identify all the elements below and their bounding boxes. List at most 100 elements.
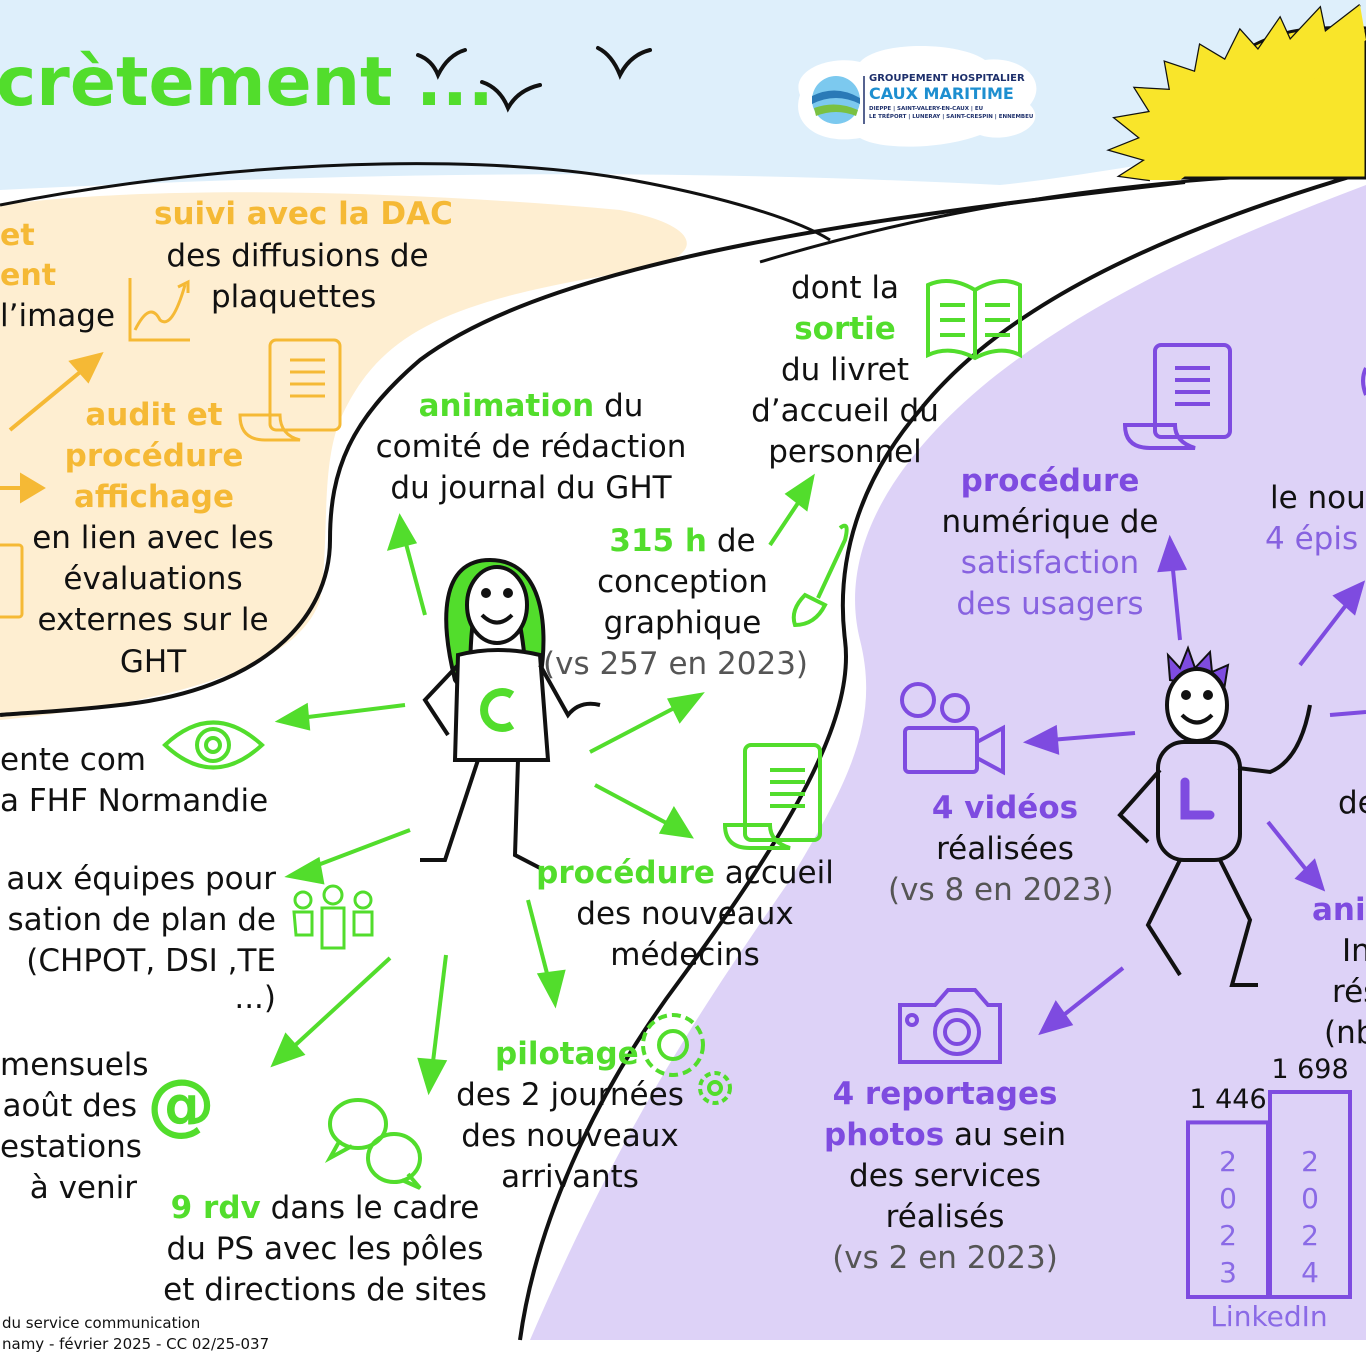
footer-line2: namy - février 2025 - CC 02/25-037 (2, 1335, 270, 1353)
horizon-line-2 (759, 176, 1231, 264)
top-left-orange-a: et (0, 218, 35, 253)
satisfaction-highlight: procédure (960, 463, 1140, 499)
document-scroll-icon-green (722, 743, 822, 850)
top-left-image-text: l’image (0, 298, 116, 334)
audit-line2: procédure (64, 438, 244, 474)
rdv-line1: du PS avec les pôles (166, 1231, 484, 1267)
partial-res: rés (1332, 974, 1366, 1010)
sortie-line1: dont la (791, 270, 899, 306)
rdv-line0: 9 rdv dans le cadre (170, 1190, 480, 1226)
mensuels-line2: août des (2, 1088, 137, 1124)
audit-line3: affichage (73, 479, 235, 515)
mensuels-line1: mensuels (0, 1047, 149, 1083)
road-line-right (518, 170, 1366, 1341)
bar-year-digit: 0 (1219, 1182, 1237, 1215)
dac-line1: des diffusions de (166, 238, 429, 274)
satisfaction-line1: numérique de (941, 504, 1159, 540)
photo-camera-icon (898, 988, 1002, 1064)
reportages-line0: photos au sein (824, 1117, 1066, 1153)
bar-year-digit: 2 (1219, 1145, 1237, 1178)
audit-rest2: évaluations (63, 561, 243, 597)
sortie-line4: d’accueil du (751, 393, 939, 429)
growth-chart-icon (128, 278, 190, 342)
fhf-line1: ente com (0, 742, 147, 778)
linkedin-bar-chart (1186, 1090, 1352, 1300)
conception-line0: 315 h de (609, 523, 756, 559)
character-l-figure (1117, 645, 1312, 987)
book-open-icon (926, 279, 1022, 361)
partial-ani: ani (1312, 892, 1366, 928)
paintbrush-icon (791, 523, 849, 628)
accueil-line0: procédure accueil (536, 855, 834, 891)
equipes-line2: sation de plan de (7, 902, 276, 938)
videos-compare: (vs 8 en 2023) (888, 872, 1114, 908)
equipes-line1: aux équipes pour (6, 861, 276, 897)
character-l-emblem (1180, 777, 1215, 820)
accueil-line2: médecins (610, 937, 760, 973)
horizon-line (0, 162, 831, 242)
logo-line1: GROUPEMENT HOSPITALIER (869, 73, 1025, 84)
bar-year-digit: 2 (1301, 1145, 1319, 1178)
chat-bubbles-icon (324, 1098, 422, 1190)
episodes-line1: le nou (1270, 480, 1366, 516)
conception-compare: (vs 257 en 2023) (543, 646, 809, 682)
episodes-line2: 4 épis (1265, 521, 1359, 557)
pilotage-line3: arrivants (501, 1159, 639, 1195)
logo-cloud (798, 46, 1037, 147)
audit-rest4: GHT (119, 644, 187, 680)
footer-line1: du service communication (2, 1314, 201, 1332)
pilotage-line2: des nouveaux (461, 1118, 679, 1154)
pilotage-line1: des 2 journées (456, 1077, 684, 1113)
reportages-compare: (vs 2 en 2023) (832, 1240, 1058, 1276)
accueil-line1: des nouveaux (576, 896, 794, 932)
arrow-orange-1 (8, 352, 104, 432)
partial-de: de (1338, 785, 1366, 821)
videos-highlight: 4 vidéos (931, 790, 1079, 826)
mensuels-line4: à venir (29, 1170, 137, 1206)
dac-line2: plaquettes (211, 279, 377, 315)
bar-2024 (1268, 1090, 1352, 1299)
logo-line3: DIEPPE | SAINT-VALERY-EN-CAUX | EU (869, 106, 984, 112)
bar-year-digit: 3 (1219, 1256, 1237, 1289)
peach-zone (0, 192, 687, 720)
bar-year-digit: 0 (1301, 1182, 1319, 1215)
bar-year-digit: 4 (1301, 1256, 1319, 1289)
road-line-left (0, 180, 1186, 717)
arrows-green (270, 473, 815, 1096)
chart-xlabel: LinkedIn (1210, 1300, 1328, 1333)
at-sign-icon: @ (147, 1065, 215, 1144)
birds-icon (416, 46, 652, 113)
eye-icon (162, 720, 265, 770)
character-c-emblem (480, 688, 515, 732)
audit-rest3: externes sur le (37, 602, 269, 638)
bar-year-digit: 2 (1301, 1219, 1319, 1252)
sortie-line3: du livret (780, 352, 910, 388)
bar-value-label-2023: 1 446 (1189, 1084, 1267, 1116)
mensuels-line3: estations (0, 1129, 142, 1165)
arrow-orange-2 (0, 472, 46, 504)
partial-icon-right (1361, 367, 1366, 396)
partial-in: In (1342, 933, 1366, 969)
reportages-line2: réalisés (885, 1199, 1005, 1235)
reportages-highlight: 4 reportages (832, 1076, 1058, 1112)
rdv-line2: et directions de sites (163, 1272, 487, 1308)
audit-rest1: en lien avec les (32, 520, 274, 556)
character-c-figure (420, 557, 601, 870)
animation-line1: comité de rédaction (375, 429, 687, 465)
logo-line4: LE TRÉPORT | LUNERAY | SAINT-CRESPIN | E… (869, 114, 1034, 120)
partial-nb: (nb (1324, 1015, 1366, 1051)
logo-line2: CAUX MARITIME (869, 84, 1014, 103)
bar-value-label-2024: 1 698 (1271, 1054, 1349, 1085)
videos-line1: réalisées (936, 831, 1074, 867)
calendar-icon-orange (0, 543, 24, 619)
conception-line1: conception (597, 564, 768, 600)
team-people-icon (292, 884, 374, 950)
sky-cloud (0, 0, 1366, 190)
equipes-line3: (CHPOT, DSI ,TE ...) (26, 943, 276, 1017)
document-scroll-icon-orange (238, 338, 342, 442)
page-title: crètement ... (0, 43, 494, 122)
dac-highlight: suivi avec la DAC (154, 196, 453, 232)
arrows-purple (1022, 534, 1366, 1036)
sortie-line5: personnel (768, 434, 922, 470)
